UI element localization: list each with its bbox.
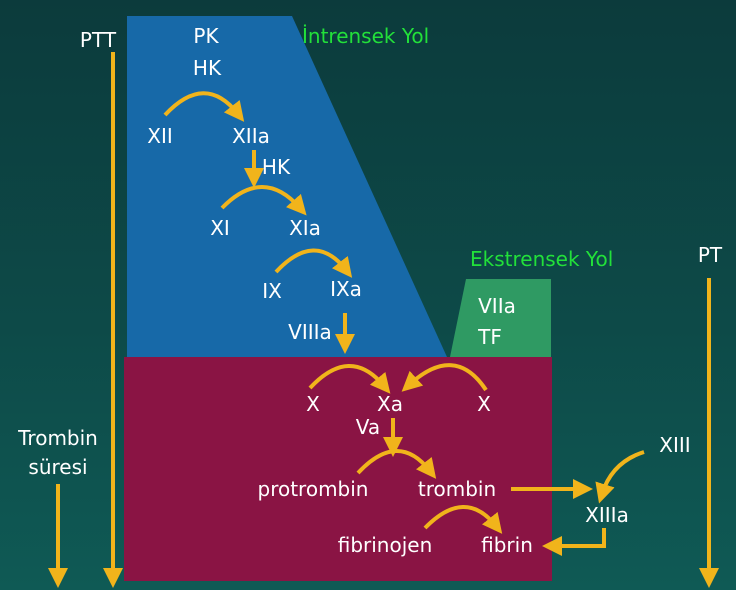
factor-trombin: trombin <box>418 477 496 501</box>
arrow-x-to-xa-left <box>308 364 391 394</box>
intrinsic-pathway-title: İntrensek Yol <box>302 24 429 48</box>
thrombin-time-label-line1: Trombin <box>17 426 98 450</box>
factor-ixa: IXa <box>330 277 362 301</box>
factor-xiiia: XIIIa <box>585 503 629 527</box>
factor-xiii: XIII <box>659 433 690 457</box>
intrinsic-pathway-panel <box>127 16 447 357</box>
arrow-ix-to-ixa <box>274 248 353 278</box>
factor-va: Va <box>356 415 380 439</box>
factor-xiia: XIIa <box>232 124 270 148</box>
factor-hk-top: HK <box>193 56 222 80</box>
factor-xii: XII <box>147 124 173 148</box>
factor-tf: TF <box>477 325 502 349</box>
factor-xia: XIa <box>289 216 321 240</box>
pt-label: PT <box>698 243 723 267</box>
factor-xi: XI <box>210 216 230 240</box>
factor-viia: VIIa <box>478 294 516 318</box>
factor-pk: PK <box>193 24 219 48</box>
arrow-xiii-to-xiiia <box>595 450 645 504</box>
arrow-x-to-xa-right <box>401 363 488 392</box>
common-pathway-panel <box>124 357 552 581</box>
arrow-fibrinojen-to-fibrin <box>423 505 503 534</box>
factor-ix: IX <box>262 279 282 303</box>
extrinsic-pathway-title: Ekstrensek Yol <box>470 247 613 271</box>
thrombin-time-label-line2: süresi <box>28 455 87 479</box>
factor-x-right: X <box>477 392 491 416</box>
extrinsic-pathway-panel <box>450 279 551 357</box>
arrow-xiiia-to-fibrin <box>542 528 606 556</box>
factor-xa: Xa <box>377 392 403 416</box>
factor-fibrinojen: fibrinojen <box>338 533 433 557</box>
ptt-label: PTT <box>80 28 117 52</box>
factor-viiia: VIIIa <box>288 320 332 344</box>
factor-fibrin: fibrin <box>481 533 533 557</box>
arrow-xii-to-xiia <box>163 91 245 122</box>
arrow-xi-to-xia <box>220 185 307 216</box>
factor-x-left: X <box>306 392 320 416</box>
factor-protrombin: protrombin <box>258 477 369 501</box>
factor-hk-mid: HK <box>262 155 291 179</box>
arrow-protrombin-to-trombin <box>356 449 437 479</box>
